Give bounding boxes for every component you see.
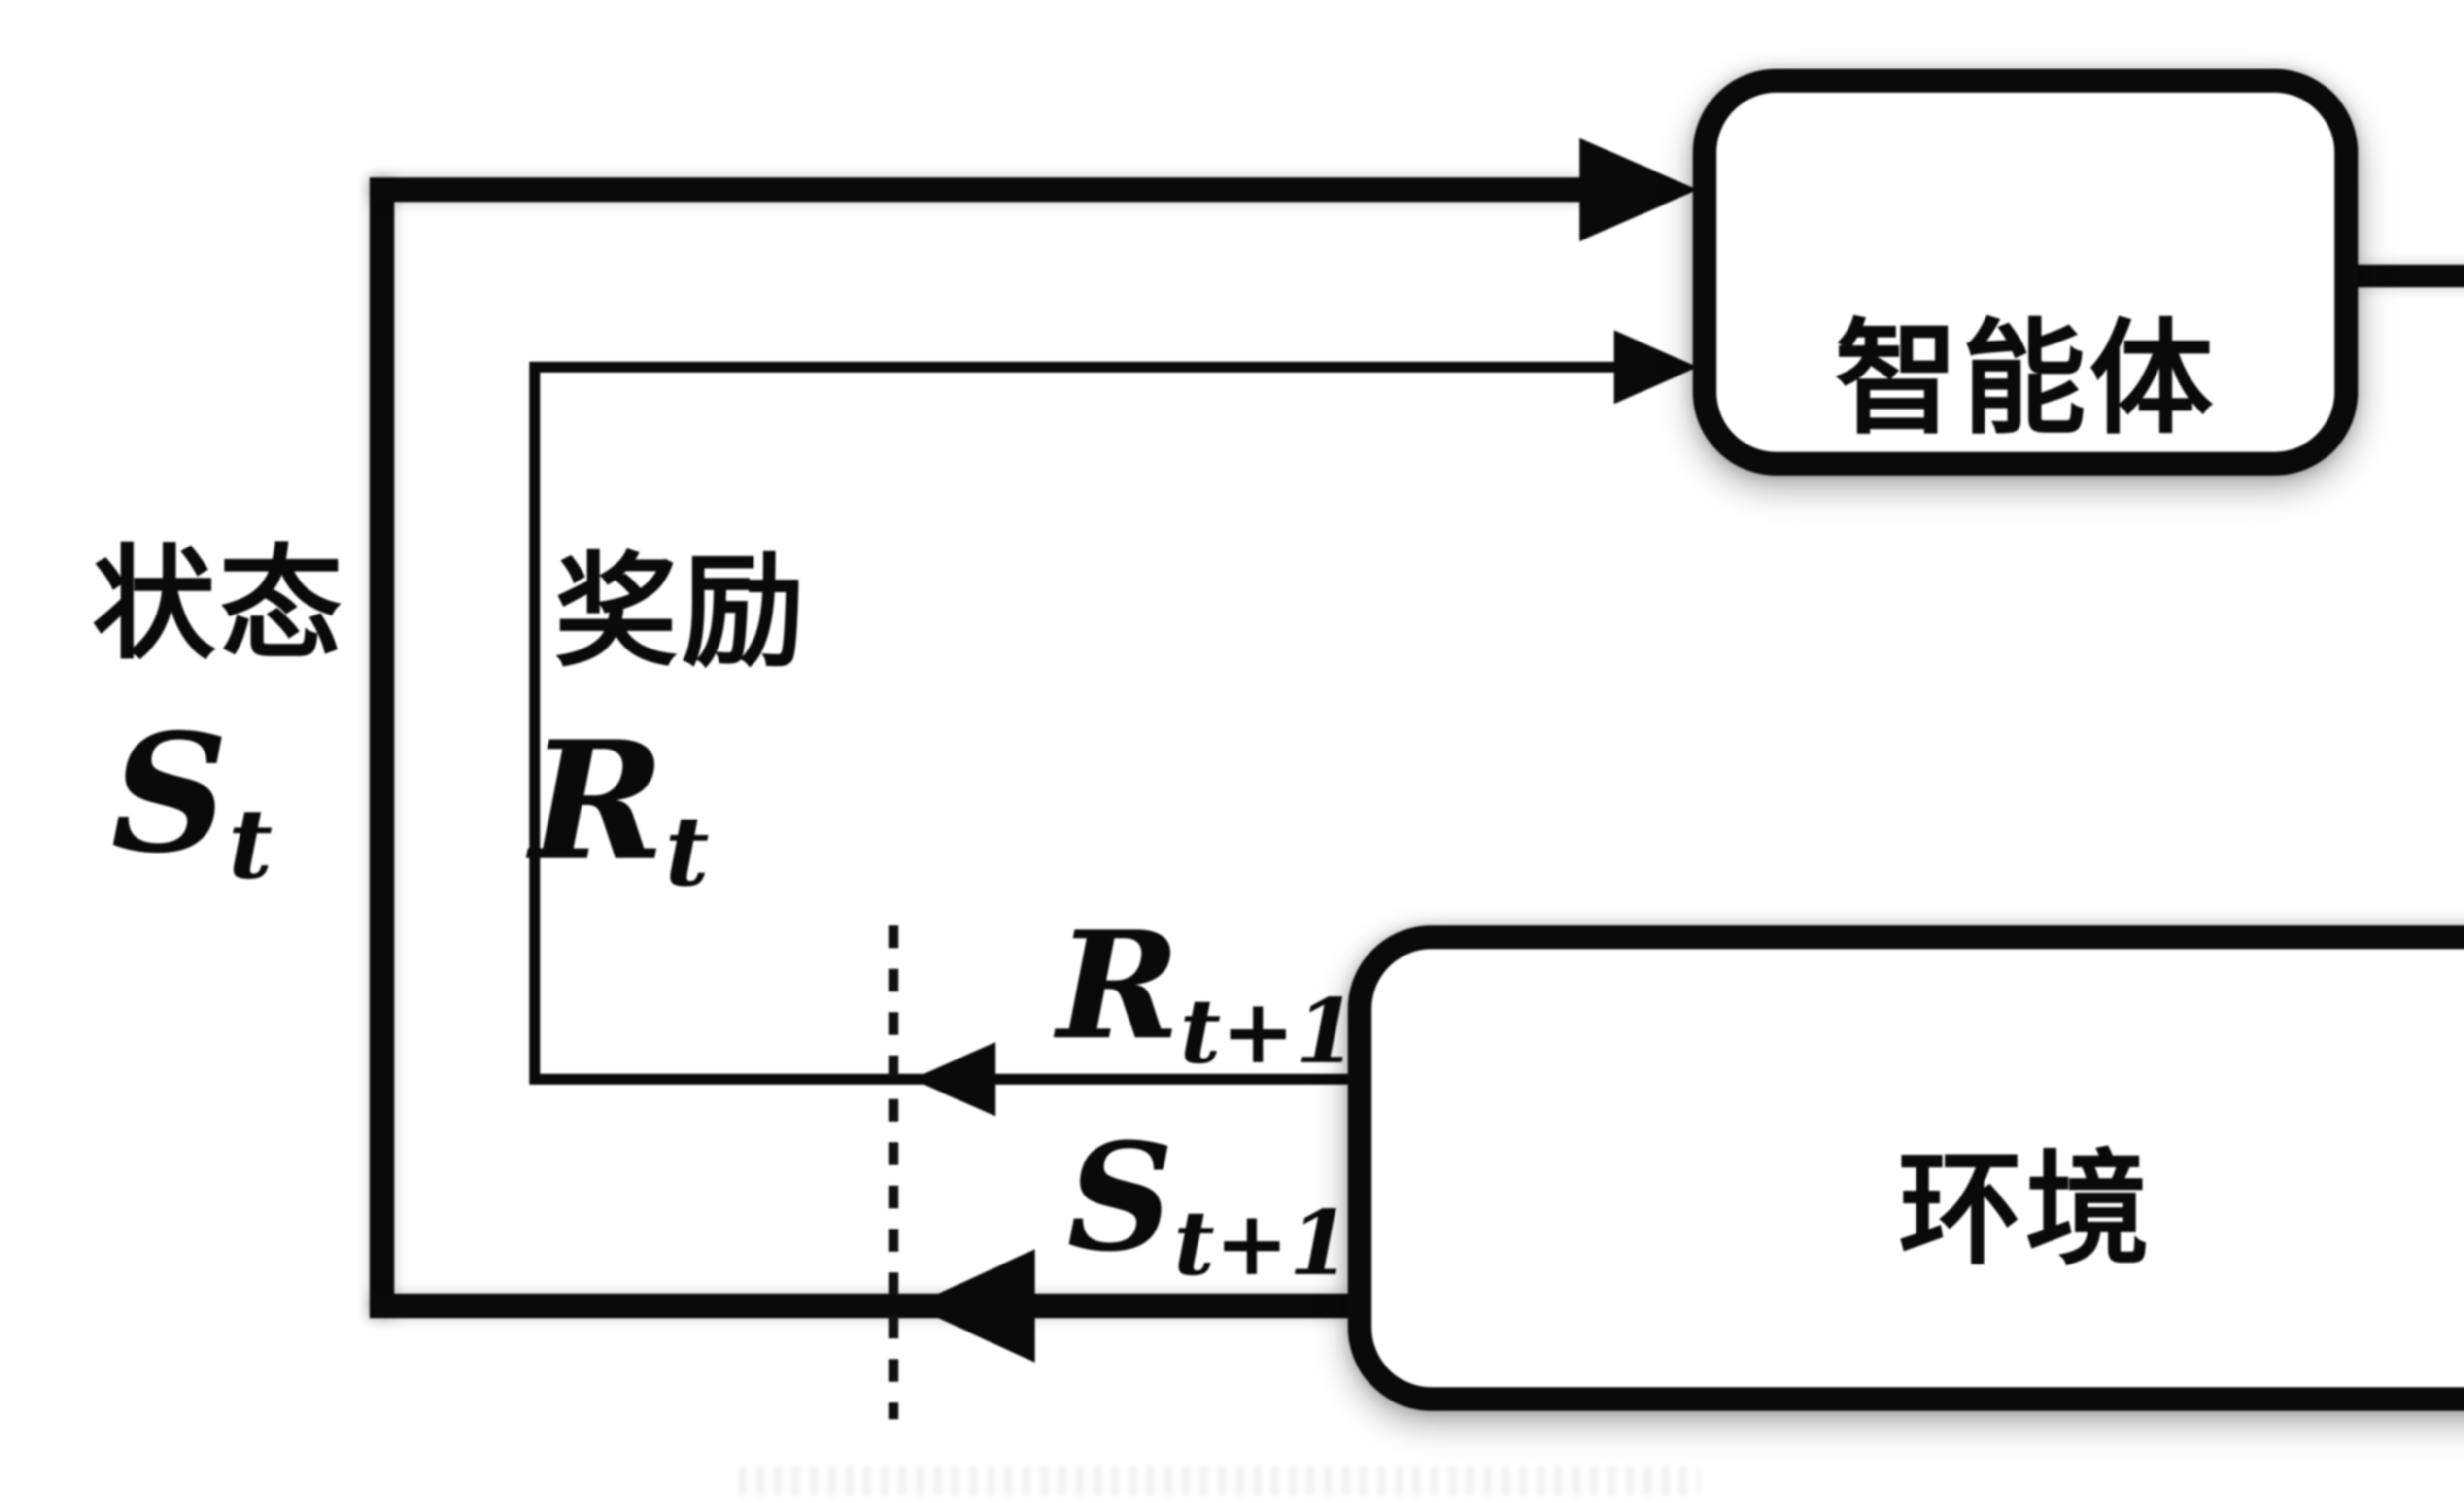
state-loop-bottom-line — [370, 1294, 1348, 1318]
agent-box-label: 智能体 — [1834, 311, 2216, 449]
agent-box: 智能体 — [1693, 69, 2358, 476]
action-loop-top-line — [2358, 265, 2464, 287]
next-reward-arrowhead-icon — [912, 1042, 995, 1116]
reward-loop-left-line — [529, 362, 540, 1085]
environment-box: 环境 — [1348, 925, 2464, 1411]
next-state-symbol-base: S — [1067, 1110, 1174, 1284]
reward-symbol-subscript: t — [665, 794, 710, 908]
state-label: 状态 — [92, 538, 346, 674]
state-loop-left-line — [370, 177, 394, 1318]
next-state-arrowhead-icon — [912, 1249, 1035, 1363]
state-loop-top-line — [370, 177, 1582, 202]
reward-into-agent-arrowhead-icon — [1614, 330, 1698, 404]
reward-symbol: Rt — [530, 719, 709, 899]
state-symbol-subscript: t — [228, 787, 273, 900]
next-reward-symbol-base: R — [1057, 898, 1180, 1072]
next-reward-symbol-subscript: t+1 — [1180, 979, 1357, 1084]
state-into-agent-arrowhead-icon — [1579, 138, 1698, 241]
state-symbol: St — [111, 712, 273, 892]
next-state-symbol-subscript: t+1 — [1173, 1191, 1351, 1296]
time-step-boundary-dashed-line — [889, 925, 898, 1419]
next-reward-symbol: Rt+1 — [1057, 912, 1357, 1076]
faint-ghost-text-artifact — [739, 1466, 1700, 1496]
reward-loop-top-line — [529, 362, 1616, 373]
state-symbol-base: S — [111, 698, 229, 889]
next-state-symbol: St+1 — [1067, 1124, 1351, 1288]
reward-label: 奖励 — [554, 545, 809, 682]
environment-box-label: 环境 — [1898, 1142, 2153, 1280]
reward-symbol-base: R — [530, 705, 665, 896]
